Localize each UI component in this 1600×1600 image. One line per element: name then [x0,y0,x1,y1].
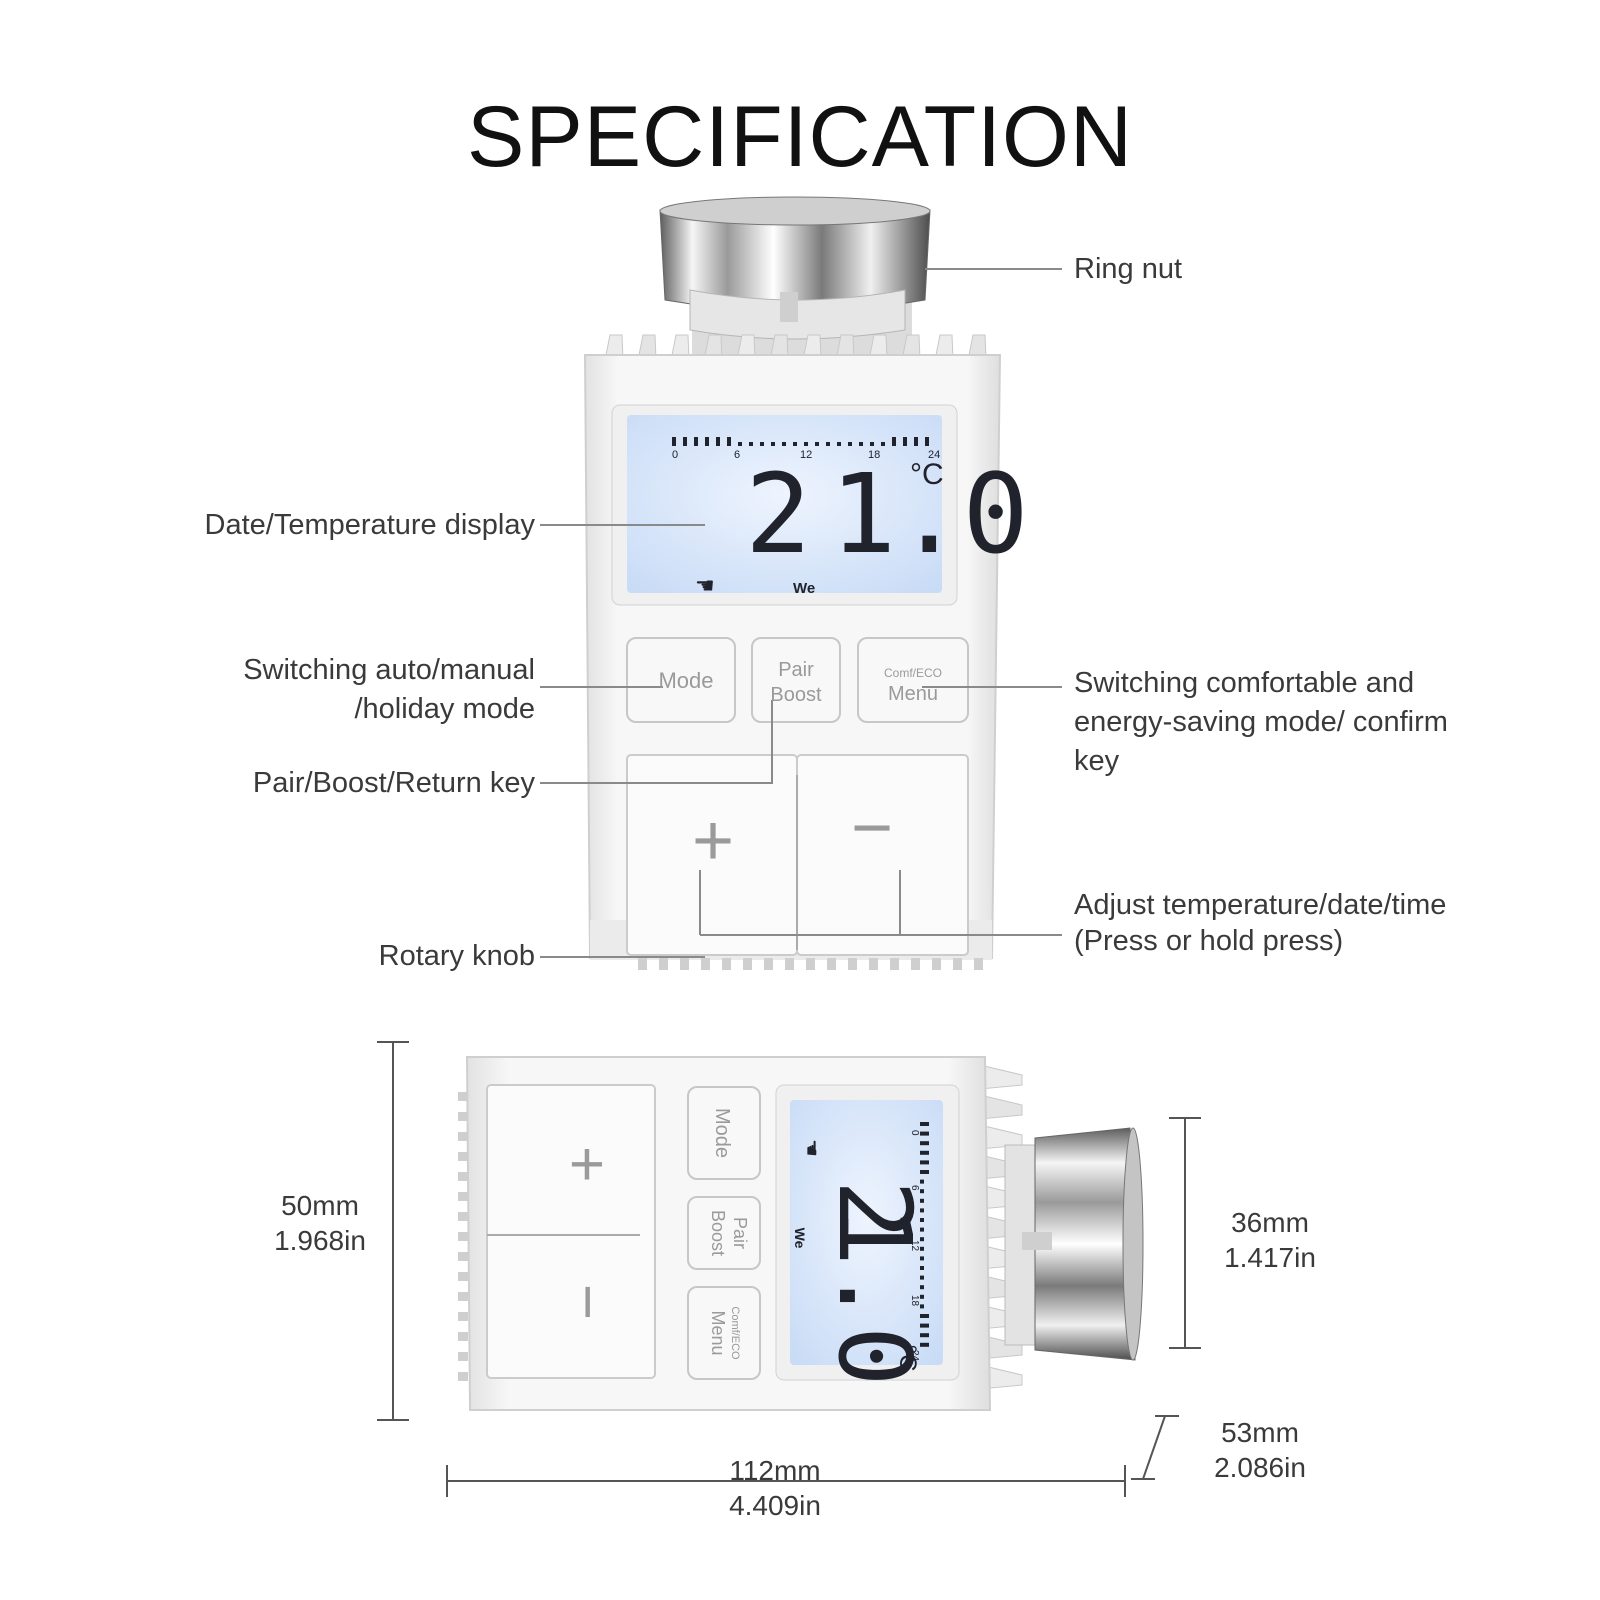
side-device [458,1056,1144,1411]
side-pair-button[interactable] [687,1196,761,1270]
side-lcd-unit: °C [894,1345,921,1372]
side-plus-minus-panel [486,1084,656,1379]
lcd-day: We [793,580,815,597]
dimension-lines [377,1041,1201,1497]
side-hand-icon: ☚ [800,1139,822,1157]
lcd-scale-24: 24 [928,449,940,461]
minus-button-label: − [851,788,893,868]
dimension-ring-in: 1.417in [1224,1242,1316,1273]
dimension-height: 50mm 1.968in [255,1188,385,1258]
dimension-height-mm: 50mm [281,1190,359,1221]
lcd-temperature-integer: 2 [745,450,811,578]
lcd-scale-0: 0 [672,449,678,461]
side-ring-nut [1004,1127,1144,1361]
front-device [583,196,1002,970]
pair-boost-button[interactable] [751,637,841,723]
side-lcd-scale-6: 6 [909,1185,920,1191]
side-lcd-scale-24: 24 [909,1350,920,1362]
ring-nut [659,196,931,360]
label-display: Date/Temperature display [204,509,535,541]
dimension-depth-in: 2.086in [1214,1452,1306,1483]
side-plus-label: + [569,1130,605,1199]
side-boost-label: Boost [708,1210,728,1256]
dimension-depth: 53mm 2.086in [1185,1415,1335,1485]
lcd-scale-18: 18 [868,449,880,461]
page-title: SPECIFICATION [466,89,1134,185]
boost-button-label: Boost [770,684,822,706]
label-mode-2: /holiday mode [354,693,535,725]
side-lcd-scale-12: 12 [909,1240,920,1252]
hand-icon: ☚ [695,573,715,598]
side-lcd-day: We [792,1228,808,1249]
side-cooling-fins [979,1064,1023,1390]
side-menu-label: Menu [708,1310,728,1355]
side-lcd-temperature-decimal: 1.0 [816,1206,933,1387]
label-rotary-knob: Rotary knob [378,940,535,972]
lcd-display [611,404,958,606]
mode-button-label: Mode [658,668,713,693]
leader-lines [540,268,1062,958]
side-lcd-scale-18: 18 [909,1295,920,1307]
label-comfort-2: energy-saving mode/ confirm [1074,706,1448,738]
plus-button-label: + [692,801,734,881]
label-comfort-3: key [1074,745,1120,777]
label-comfort-1: Switching comfortable and [1074,667,1415,699]
side-lcd-scale-0: 0 [909,1130,920,1136]
menu-button-label: Menu [888,683,938,705]
pair-button-label: Pair [778,659,814,681]
lcd-scale-12: 12 [800,449,812,461]
lcd-unit: °C [910,458,944,491]
dimension-ring: 36mm 1.417in [1195,1205,1345,1275]
dimension-height-in: 1.968in [274,1225,366,1256]
label-pair-key: Pair/Boost/Return key [252,767,535,799]
side-minus-label: − [553,1284,622,1320]
label-adjust-1: Adjust temperature/date/time [1074,889,1447,921]
side-comf-eco-label: Comf/ECO [729,1306,741,1360]
side-lcd-temperature-integer: 2 [816,1180,933,1240]
side-lcd-display [775,1084,960,1381]
mode-button[interactable] [626,637,736,723]
lcd-temperature-decimal: 1.0 [830,450,1029,578]
side-mode-label: Mode [711,1108,733,1158]
side-menu-button[interactable] [687,1286,761,1380]
lcd-scale-6: 6 [734,449,740,461]
side-pair-label: Pair [730,1217,750,1249]
dimension-width-mm: 112mm [729,1455,821,1486]
dimension-ring-mm: 36mm [1231,1207,1309,1238]
side-mode-button[interactable] [687,1086,761,1180]
dimension-width: 112mm 4.409in [690,1453,860,1523]
label-mode-1: Switching auto/manual [243,654,535,686]
label-ring-nut: Ring nut [1074,253,1183,285]
comf-eco-label: Comf/ECO [884,666,942,680]
dimension-width-in: 4.409in [729,1490,821,1521]
label-adjust-2: (Press or hold press) [1074,925,1344,957]
dimension-depth-mm: 53mm [1221,1417,1299,1448]
comfort-eco-menu-button[interactable] [857,637,969,723]
cooling-fins-bottom [638,958,983,970]
